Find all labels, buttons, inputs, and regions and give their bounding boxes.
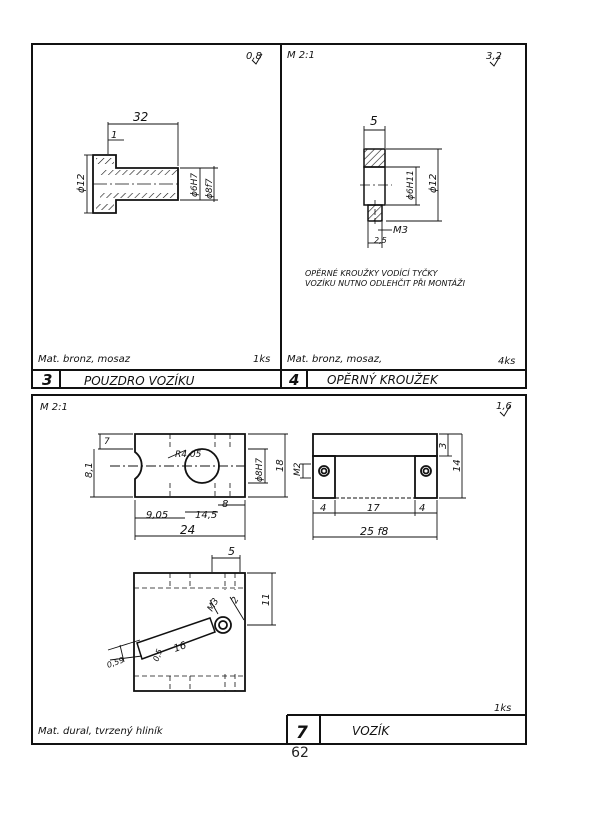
- part-number-7: 7: [296, 723, 308, 743]
- qty-7: 1ks: [494, 703, 511, 714]
- dim-radius: R4,05: [175, 450, 202, 460]
- dim-0-5: 0,5: [151, 648, 164, 663]
- surface-finish-4: 3,2: [486, 51, 502, 62]
- dim-ring-outer: ϕ12: [428, 174, 439, 193]
- material-3: Mat. bronz, mosaz: [38, 354, 131, 365]
- dim-24: 24: [180, 523, 195, 537]
- material-7: Mat. dural, tvrzený hliník: [38, 725, 164, 737]
- qty-3: 1ks: [253, 354, 270, 365]
- dim-4-left: 4: [320, 503, 326, 514]
- dim-16: 16: [172, 640, 188, 655]
- dim-5: 5: [228, 545, 235, 558]
- panel-7-carriage: M 2:1 1,6: [38, 401, 512, 743]
- part-title-4: OPĚRNÝ KROUŽEK: [327, 372, 439, 387]
- top-view: [133, 572, 246, 692]
- dim-m3: M3: [206, 597, 222, 614]
- material-4: Mat. bronz, mosaz,: [287, 354, 382, 365]
- scale-4: M 2:1: [287, 50, 315, 61]
- dim-8: 8: [222, 499, 228, 510]
- dim-bore-h7: ϕ8H7: [255, 458, 265, 482]
- qty-4: 4ks: [498, 356, 515, 367]
- dim-ring-bore: ϕ6H11: [406, 170, 416, 200]
- dim-11: 11: [261, 593, 272, 606]
- dim-18: 18: [275, 459, 286, 472]
- dim-step: 1: [111, 130, 117, 141]
- dim-depth: 2,5: [374, 236, 387, 245]
- dim-outer: ϕ12: [76, 174, 87, 193]
- panel-3-bushing: 32 1 ϕ12 ϕ6H7 ϕ8f7 0,8 Mat. bronz, mosaz…: [38, 51, 270, 389]
- dim-thread: M3: [393, 225, 408, 236]
- dim-m2: M2: [293, 462, 303, 476]
- dim-7: 7: [104, 437, 110, 447]
- surface-finish-3: 0,8: [246, 51, 262, 62]
- dim-2: 2: [230, 595, 242, 605]
- scale-7: M 2:1: [40, 402, 68, 413]
- panel-4-ring: M 2:1 3,2 5 ϕ6H11 ϕ12 M3 2,5 OPĚRNÉ KROU…: [287, 50, 515, 389]
- surface-finish-7: 1,6: [496, 401, 512, 412]
- dim-14-5: 14,5: [195, 510, 217, 521]
- dim-14: 14: [452, 459, 463, 472]
- dim-3: 3: [438, 443, 449, 449]
- dim-17: 17: [367, 503, 380, 514]
- front-view: [134, 433, 246, 498]
- dim-9-05: 9,05: [146, 510, 168, 521]
- side-view: [312, 433, 438, 499]
- part-title-3: POUZDRO VOZÍKU: [84, 373, 195, 388]
- dim-25f8: 25 f8: [360, 525, 388, 538]
- part-number-3: 3: [42, 371, 52, 389]
- dim-bore: ϕ6H7: [190, 173, 200, 197]
- note-line-2: VOZÍKU NUTNO ODLEHČIT PŘI MONTÁŽI: [305, 277, 466, 288]
- dim-outer2: ϕ8f7: [205, 178, 215, 199]
- note-line-1: OPĚRNÉ KROUŽKY VODÍCÍ TYČKY: [305, 267, 439, 278]
- panel-frames: [31, 43, 527, 745]
- dim-4-right: 4: [419, 503, 425, 514]
- dim-8-1: 8,1: [84, 462, 95, 478]
- dim-length: 32: [133, 110, 148, 124]
- dim-0-59: 0,59: [106, 655, 126, 670]
- dim-ring-width: 5: [370, 114, 378, 128]
- page-number: 62: [291, 745, 309, 761]
- part-number-4: 4: [288, 371, 299, 389]
- part-title-7: VOZÍK: [352, 723, 390, 738]
